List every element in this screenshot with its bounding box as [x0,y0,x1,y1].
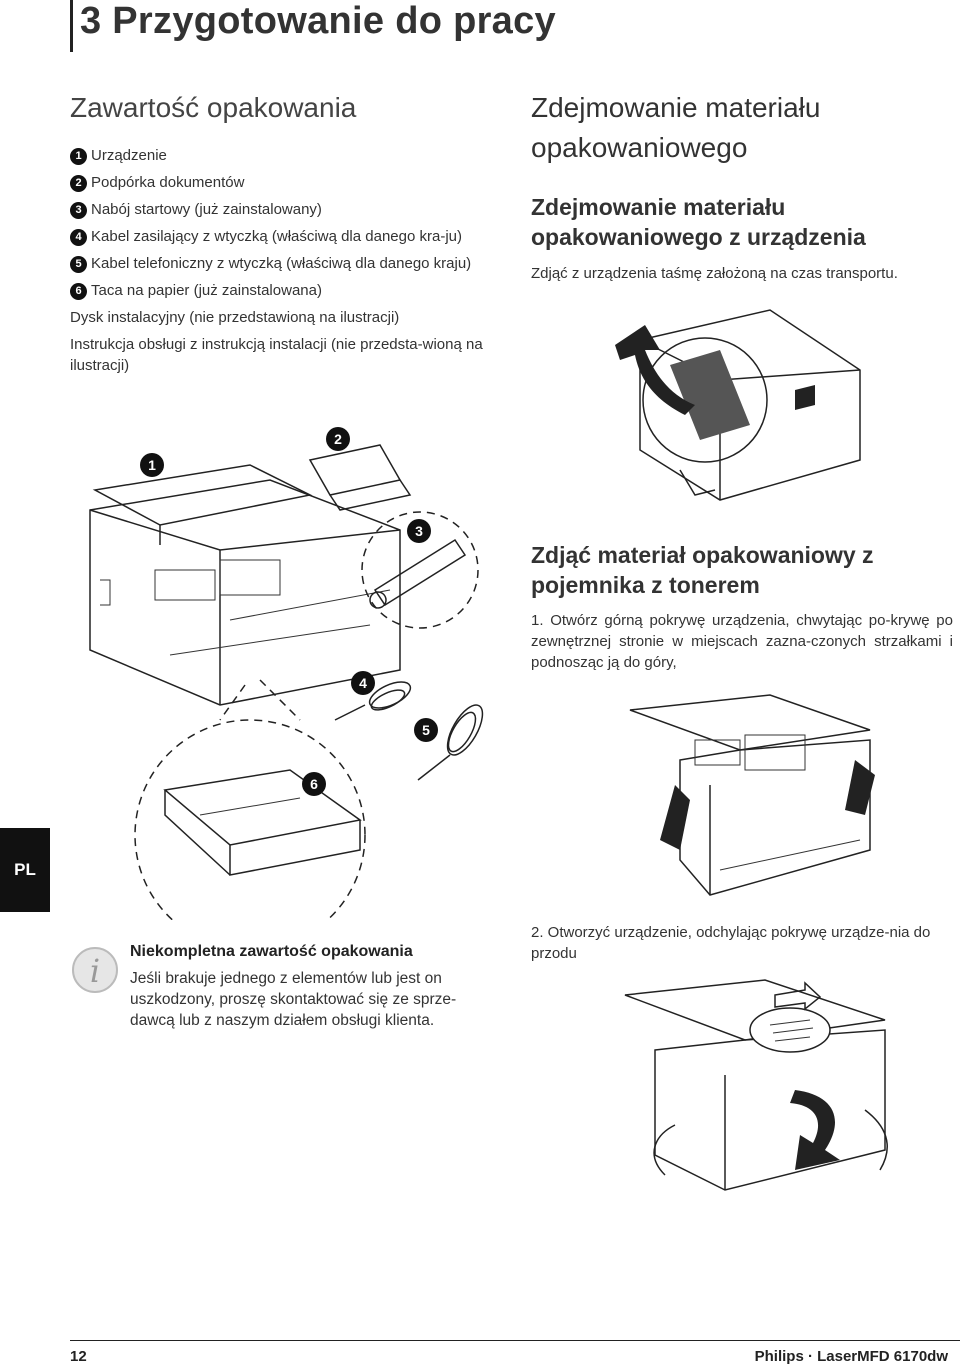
tape-removal-illustration [615,309,861,501]
chapter-header [70,0,73,52]
callout-2: 2 [326,427,350,451]
transport-tape [670,350,750,440]
device-packaging-subheading: Zdejmowanie materiału opakowaniowego z u… [531,194,866,250]
callout-5: 5 [414,718,438,742]
phone-cable-illustration [417,704,484,781]
callout-3: 3 [407,519,431,543]
arrow-up-left-icon [660,785,690,850]
toner-detail-circle [361,511,479,629]
arrow-icon [615,325,695,415]
paper-tray-illustration [163,769,362,876]
toner-cartridge-illustration [373,538,467,607]
list-item: Dysk instalacyjny (nie przedstawioną na … [70,309,400,326]
open-top-cover-illustration [629,694,875,896]
packaging-removal-heading: Zdejmowanie materiału opakowaniowego [531,92,821,163]
paper-tray-detail-circle [134,719,366,920]
info-icon: i [72,947,118,993]
chapter-title: 3 Przygotowanie do pracy [80,0,556,42]
toner-packaging-subheading: Zdjąć materiał opakowaniowy z pojemnika … [531,542,874,598]
package-contents-heading: Zawartość opakowania [70,92,357,123]
language-tab: PL [0,828,50,912]
footer-divider [70,1340,960,1341]
list-item: Instrukcja obsługi z instrukcją instalac… [70,336,483,374]
toner-marker [749,1007,831,1053]
package-contents-illustration [89,444,484,920]
note-title: Niekompletna zawartość opakowania [130,943,413,960]
note-text: Jeśli brakuje jednego z elementów lub je… [130,970,457,1029]
arrow-down-icon [790,1090,840,1170]
step-2-text: 2. Otworzyć urządzenie, odchylając pokry… [531,924,931,962]
device-packaging-text: Zdjąć z urządzenia taśmę założoną na cza… [531,265,898,282]
printer-illustration [89,464,401,706]
callout-4: 4 [351,671,375,695]
step-1-text: 1. Otwórz górną pokrywę urządzenia, chwy… [531,612,953,671]
callout-1: 1 [140,453,164,477]
open-device-illustration [624,979,888,1191]
page-number: 12 [70,1348,87,1365]
arrow-up-right-icon [845,760,875,815]
document-support-illustration [308,444,412,511]
power-cable-illustration [334,681,412,721]
callout-6: 6 [302,772,326,796]
svg-text:i: i [90,952,100,990]
product-name: Philips · LaserMFD 6170dw [754,1348,948,1365]
